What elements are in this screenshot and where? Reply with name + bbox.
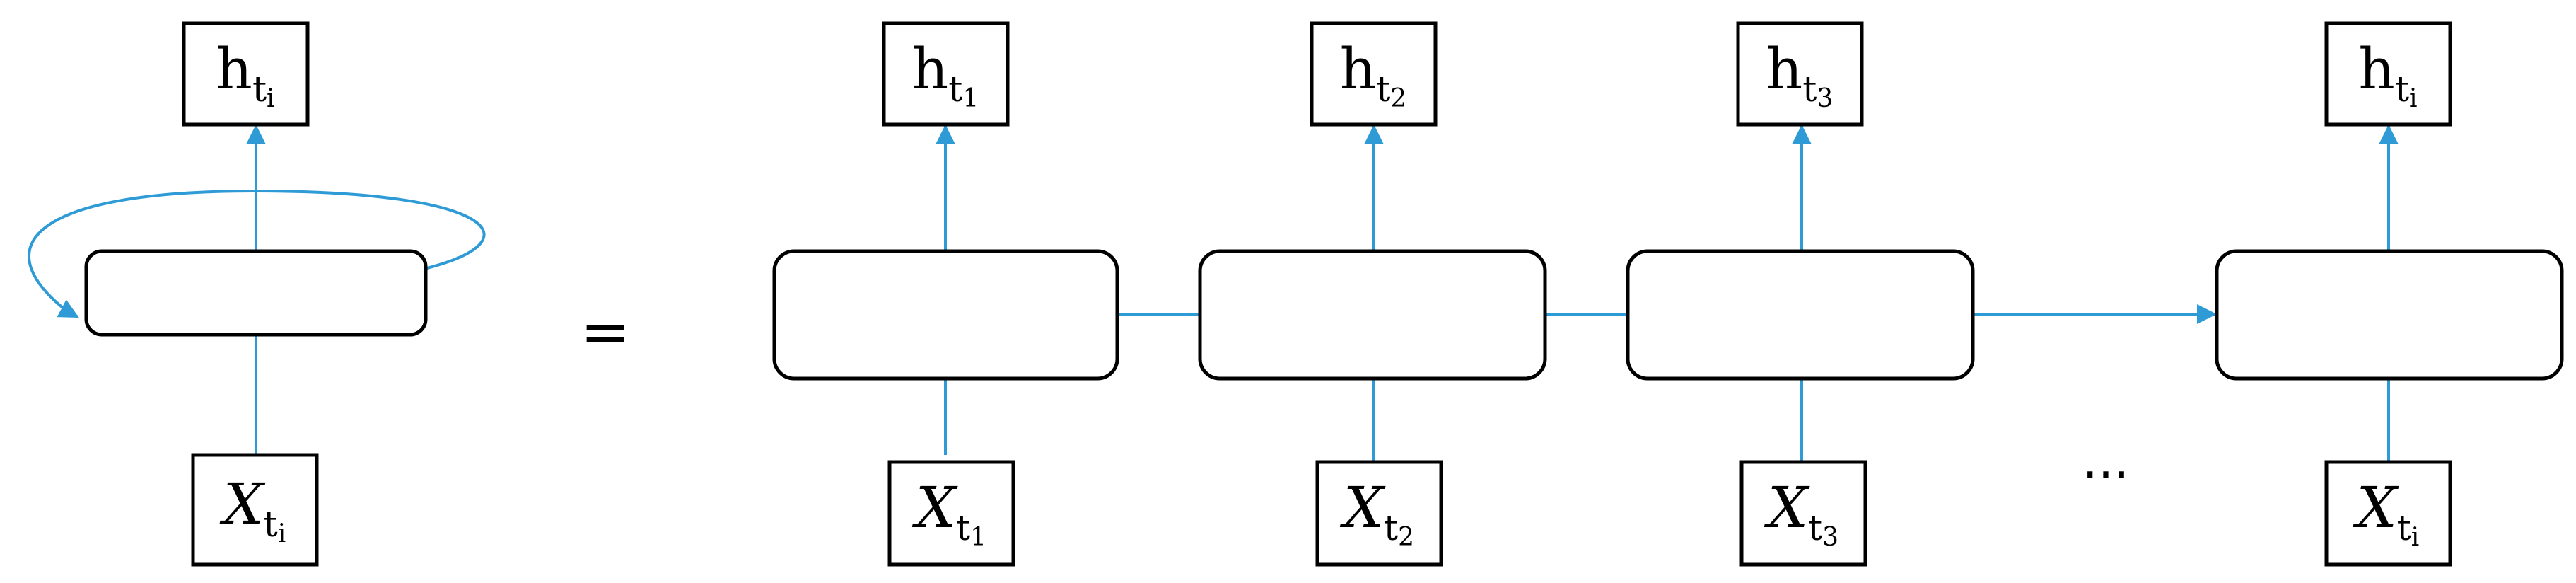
rnn-cell	[2215, 249, 2564, 381]
input-box	[887, 460, 1015, 567]
time-step-2: ht2 Xt2	[1198, 21, 1547, 567]
time-step-1: ht1 Xt1	[772, 21, 1119, 567]
rnn-cell	[84, 249, 428, 337]
output-label: ht3	[1766, 36, 1834, 113]
output-label: ht1	[912, 36, 979, 113]
folded-rnn: hti Xti	[28, 21, 486, 567]
rnn-cell	[772, 249, 1119, 381]
unrolled-rnn: ht1 Xt1 ht2 Xt2	[772, 21, 2564, 567]
input-label: Xt2	[1339, 475, 1414, 552]
output-box	[882, 21, 1010, 127]
rnn-cell	[1198, 249, 1547, 381]
input-box	[191, 453, 319, 567]
output-box	[2324, 21, 2452, 127]
input-box	[1739, 460, 1867, 567]
input-label: Xt1	[911, 475, 986, 552]
output-label: hti	[2358, 36, 2417, 113]
rnn-cell	[1626, 249, 1975, 381]
time-step-3: ht3 Xt3	[1626, 21, 1975, 567]
input-box	[1315, 460, 1443, 567]
output-box	[182, 21, 310, 127]
output-label: ht2	[1340, 36, 1407, 113]
input-label: Xti	[219, 471, 286, 548]
time-step-i: hti Xti	[2215, 21, 2564, 567]
input-box	[2324, 460, 2452, 567]
ellipsis: ...	[2082, 432, 2130, 490]
output-box	[1736, 21, 1864, 127]
input-label: Xt3	[1764, 475, 1838, 552]
output-label: hti	[216, 36, 274, 113]
output-box	[1310, 21, 1438, 127]
input-label: Xti	[2353, 475, 2420, 552]
equals-sign: =	[581, 297, 630, 366]
